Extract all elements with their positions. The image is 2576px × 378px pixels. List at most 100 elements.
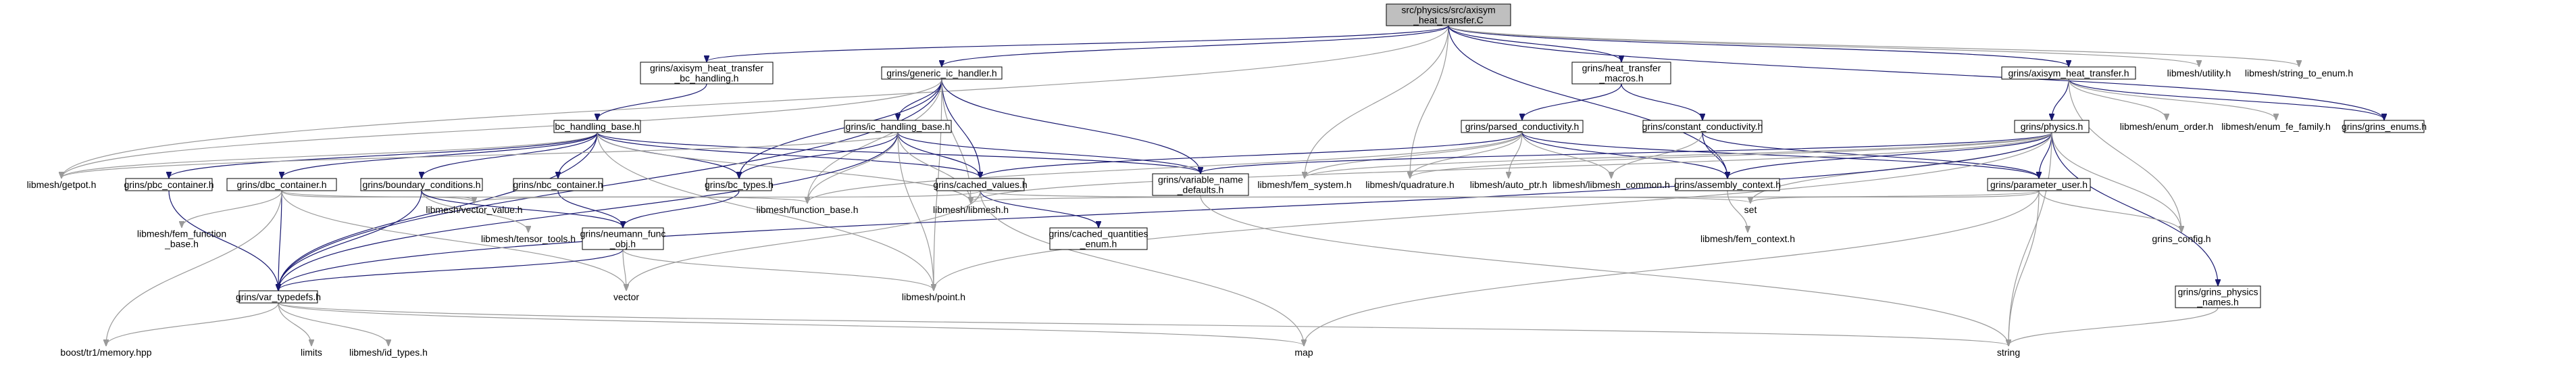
node-label: libmesh/getpot.h bbox=[27, 179, 97, 190]
header-node[interactable]: grins/parsed_conductivity.h bbox=[1461, 120, 1584, 133]
dependency-edge bbox=[281, 190, 626, 290]
header-node[interactable]: grins/pbc_container.h bbox=[124, 178, 214, 191]
node-box bbox=[881, 66, 1003, 80]
dependency-edge bbox=[2068, 78, 2384, 120]
dependency-edge bbox=[897, 132, 980, 178]
node-box bbox=[1675, 178, 1780, 191]
external-header-node: libmesh/fem_system.h bbox=[1257, 179, 1351, 190]
node-label: libmesh/auto_ptr.h bbox=[1470, 179, 1547, 190]
dependency-edge bbox=[622, 249, 626, 290]
node-box bbox=[2175, 285, 2261, 308]
dependency-edge bbox=[278, 302, 2009, 346]
external-header-node: libmesh/function_base.h bbox=[757, 204, 859, 215]
dependency-edge bbox=[1410, 25, 1449, 178]
dependency-edge bbox=[897, 132, 971, 203]
node-label: grins/assembly_context.h bbox=[1674, 179, 1781, 190]
node-label: map bbox=[1294, 347, 1313, 358]
header-node[interactable]: grins/variable_name_defaults.h bbox=[1152, 173, 1249, 196]
dependency-edge bbox=[2068, 78, 2181, 232]
dependency-edge bbox=[807, 132, 899, 203]
header-node[interactable]: grins/axisym_heat_transfer.h bbox=[2001, 66, 2136, 80]
dependency-edge bbox=[2068, 78, 2167, 120]
external-header-node: libmesh/fem_function_base.h bbox=[137, 229, 226, 250]
node-label: bc_handling_base.h bbox=[555, 121, 639, 132]
dependency-edge bbox=[941, 78, 980, 178]
node-label: _obj.h bbox=[609, 239, 636, 250]
node-label: _base.h bbox=[164, 239, 199, 250]
dependency-edge bbox=[61, 132, 598, 178]
node-box bbox=[1049, 227, 1148, 250]
header-node[interactable]: grins/physics.h bbox=[2014, 120, 2090, 133]
header-node[interactable]: grins/generic_ic_handler.h bbox=[881, 66, 1003, 80]
node-box bbox=[706, 178, 772, 191]
dependency-edge bbox=[168, 190, 278, 290]
dependency-edge bbox=[1750, 190, 2040, 203]
external-header-node: boost/tr1/memory.hpp bbox=[60, 347, 151, 358]
header-node[interactable]: bc_handling_base.h bbox=[553, 120, 641, 133]
node-box bbox=[1461, 120, 1584, 133]
dependency-edge bbox=[1201, 132, 2052, 173]
node-label: grins/heat_transfer bbox=[1582, 63, 1661, 74]
external-header-node: libmesh/enum_fe_family.h bbox=[2221, 121, 2331, 132]
dependency-edge bbox=[980, 190, 1098, 227]
external-header-node: libmesh/tensor_tools.h bbox=[481, 233, 576, 244]
node-label: grins/generic_ic_handler.h bbox=[886, 68, 996, 78]
header-node[interactable]: grins/heat_transfer_macros.h bbox=[1571, 62, 1671, 85]
header-node[interactable]: grins/cached_quantities_enum.h bbox=[1049, 227, 1148, 250]
dependency-edge bbox=[739, 78, 942, 178]
node-label: libmesh/function_base.h bbox=[757, 204, 859, 215]
node-label: _bc_handling.h bbox=[674, 73, 739, 84]
header-node[interactable]: grins/nbc_container.h bbox=[513, 178, 603, 191]
dependency-edge bbox=[1448, 25, 2069, 66]
node-layer: src/physics/src/axisym_heat_transfer.Cgr… bbox=[27, 3, 2427, 358]
header-node[interactable]: grins/constant_conductivity.h bbox=[1642, 120, 1763, 133]
node-label: libmesh/utility.h bbox=[2167, 68, 2231, 78]
header-node[interactable]: grins/dbc_container.h bbox=[226, 178, 337, 191]
header-node[interactable]: grins/assembly_context.h bbox=[1674, 178, 1781, 191]
external-header-node: libmesh/getpot.h bbox=[27, 179, 97, 190]
dependency-edge bbox=[897, 132, 934, 290]
header-node[interactable]: grins/grins_enums.h bbox=[2342, 120, 2427, 133]
dependency-edge bbox=[2051, 132, 2181, 232]
dependency-edge bbox=[941, 78, 1201, 173]
node-label: grins/parameter_user.h bbox=[1990, 179, 2088, 190]
node-label: _names.h bbox=[2196, 297, 2238, 308]
dependency-edge bbox=[1448, 25, 2384, 120]
node-box bbox=[1987, 178, 2091, 191]
node-label: grins/bc_types.h bbox=[705, 179, 774, 190]
header-node[interactable]: grins/neumann_func_obj.h bbox=[580, 227, 666, 250]
dependency-edge bbox=[421, 190, 528, 232]
dependency-edge bbox=[2009, 190, 2040, 346]
external-header-node: libmesh/string_to_enum.h bbox=[2245, 68, 2353, 78]
node-box bbox=[2001, 66, 2136, 80]
header-node[interactable]: grins/axisym_heat_transfer_bc_handling.h bbox=[640, 62, 774, 85]
dependency-edge bbox=[1410, 132, 1523, 178]
dependency-edge bbox=[282, 132, 598, 178]
node-label: _macros.h bbox=[1598, 73, 1643, 84]
node-label: libmesh/fem_system.h bbox=[1257, 179, 1351, 190]
dependency-edge bbox=[1448, 25, 1727, 178]
dependency-edge bbox=[182, 190, 282, 227]
dependency-edge bbox=[1305, 132, 1523, 178]
node-label: grins/grins_physics bbox=[2177, 287, 2258, 298]
dependency-edge bbox=[626, 190, 981, 290]
dependency-edge bbox=[278, 132, 899, 290]
node-label: grins/axisym_heat_transfer bbox=[650, 63, 763, 74]
header-node[interactable]: grins/var_typedefs.h bbox=[236, 290, 321, 304]
node-label: grins/axisym_heat_transfer.h bbox=[2009, 68, 2129, 78]
root-file-node[interactable]: src/physics/src/axisym_heat_transfer.C bbox=[1386, 3, 1511, 26]
header-node[interactable]: grins/grins_physics_names.h bbox=[2175, 285, 2261, 308]
dependency-edge bbox=[278, 190, 282, 290]
header-node[interactable]: grins/bc_types.h bbox=[705, 178, 774, 191]
dependency-edge bbox=[1521, 132, 1727, 178]
dependency-edge bbox=[942, 25, 1449, 66]
node-box bbox=[238, 290, 318, 304]
header-node[interactable]: grins/ic_handling_base.h bbox=[844, 120, 952, 133]
header-node[interactable]: grins/parameter_user.h bbox=[1987, 178, 2091, 191]
node-box bbox=[125, 178, 213, 191]
dependency-edge bbox=[622, 249, 934, 290]
header-node[interactable]: grins/cached_values.h bbox=[933, 178, 1028, 191]
external-header-node: libmesh/libmesh.h bbox=[933, 204, 1009, 215]
header-node[interactable]: grins/boundary_conditions.h bbox=[360, 178, 483, 191]
